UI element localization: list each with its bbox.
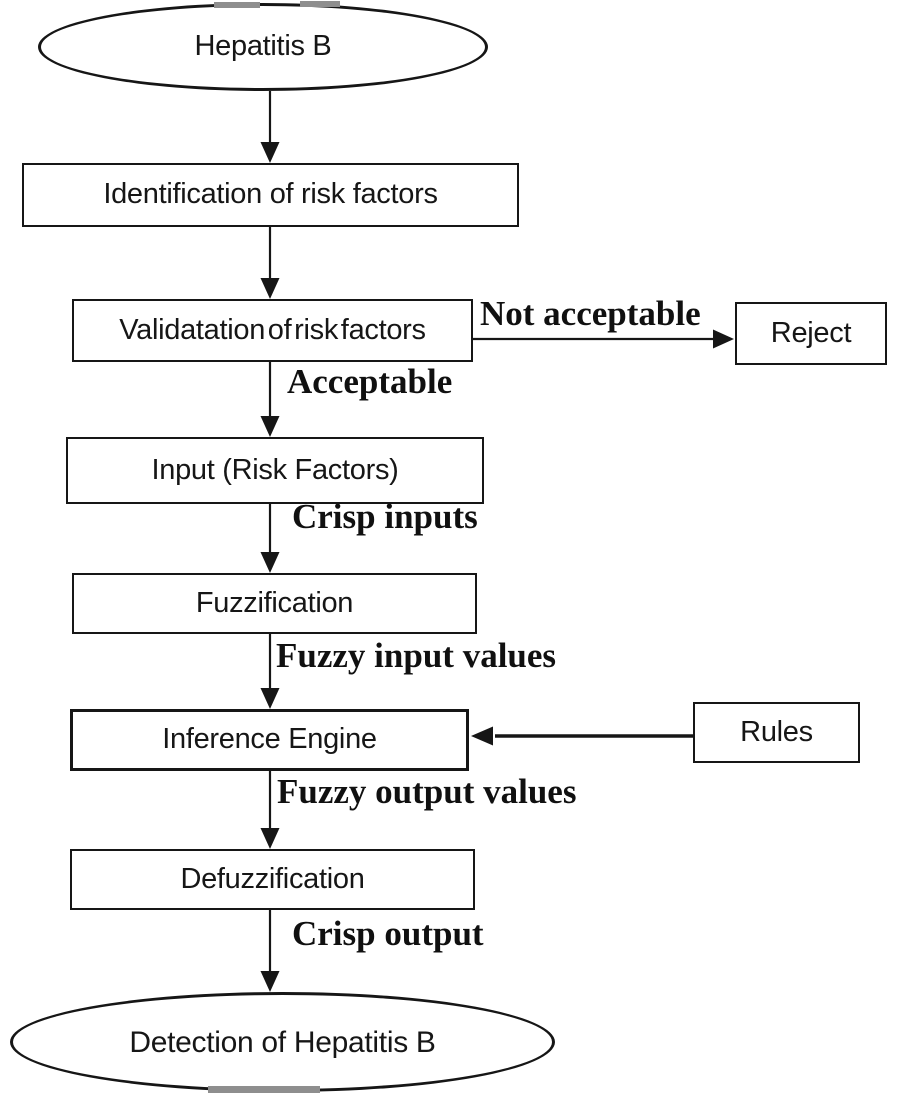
edge-label-not-acceptable: Not acceptable <box>480 294 701 333</box>
edge-label-acceptable: Acceptable <box>287 362 453 401</box>
node-validation-of-risk-factors: Validatation of risk factors <box>72 299 473 362</box>
arrow-defuzzification-to-end <box>260 910 280 992</box>
edge-label-fuzzy-input-values: Fuzzy input values <box>276 636 557 675</box>
node-input-label: Input (Risk Factors) <box>151 453 399 486</box>
node-fuzzification-label: Fuzzification <box>195 586 354 619</box>
arrow-start-to-identification <box>260 91 280 163</box>
node-identification-label: Identification of risk factors <box>103 178 438 211</box>
node-validation-label: Validatation of risk factors <box>119 313 426 346</box>
node-end-detection-of-hepatitis-b: Detection of Hepatitis B <box>10 992 555 1092</box>
scan-artifact <box>214 2 260 8</box>
node-fuzzification: Fuzzification <box>72 573 477 634</box>
node-start-hepatitis-b: Hepatitis B <box>38 3 488 91</box>
node-reject: Reject <box>735 302 887 365</box>
arrow-input-to-fuzzification <box>260 504 280 573</box>
arrow-rules-to-inference <box>471 726 693 746</box>
node-identification-of-risk-factors: Identification of risk factors <box>22 163 519 227</box>
node-input-risk-factors: Input (Risk Factors) <box>66 437 484 504</box>
arrow-validation-to-input <box>260 362 280 437</box>
arrow-identification-to-validation <box>260 227 280 299</box>
arrow-inference-to-defuzzification <box>260 771 280 849</box>
node-defuzzification-label: Defuzzification <box>180 862 365 895</box>
edge-label-crisp-inputs: Crisp inputs <box>292 497 478 536</box>
arrow-validation-to-reject <box>473 329 734 349</box>
node-end-label: Detection of Hepatitis B <box>129 1025 436 1059</box>
arrow-fuzzification-to-inference <box>260 634 280 709</box>
scan-artifact <box>300 1 340 7</box>
node-reject-label: Reject <box>770 316 852 349</box>
node-inference-engine: Inference Engine <box>70 709 469 771</box>
scan-artifact <box>208 1086 320 1093</box>
node-start-label: Hepatitis B <box>194 30 332 63</box>
edge-label-fuzzy-output-values: Fuzzy output values <box>277 772 577 811</box>
node-rules: Rules <box>693 702 860 763</box>
node-inference-engine-label: Inference Engine <box>162 723 377 756</box>
node-rules-label: Rules <box>740 715 813 748</box>
node-defuzzification: Defuzzification <box>70 849 475 910</box>
edge-label-crisp-output: Crisp output <box>292 914 484 953</box>
